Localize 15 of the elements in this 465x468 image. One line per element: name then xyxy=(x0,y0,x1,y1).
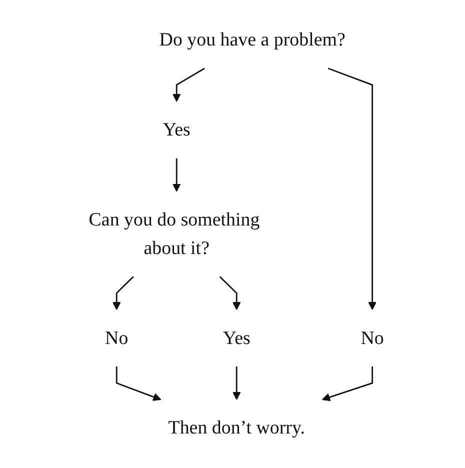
arrow xyxy=(112,276,134,310)
arrow xyxy=(115,366,161,401)
node-text: No xyxy=(360,328,384,349)
arrow xyxy=(327,68,376,310)
node-text: Can you do something about it? xyxy=(88,209,260,259)
arrow xyxy=(172,158,180,192)
arrow xyxy=(322,366,373,402)
node-text: Yes xyxy=(222,328,250,349)
node-text: Do you have a problem? xyxy=(158,30,345,50)
arrow xyxy=(172,68,204,102)
arrow xyxy=(232,366,240,400)
node-text: Yes xyxy=(162,119,190,140)
node-text: Then don’t worry. xyxy=(168,418,305,438)
node-text: No xyxy=(104,328,128,349)
arrow xyxy=(218,276,240,310)
